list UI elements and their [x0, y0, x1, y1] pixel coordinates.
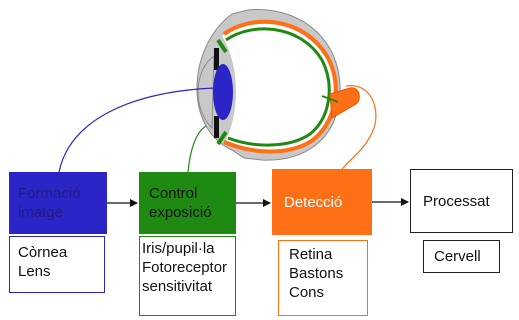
stage-label-line: Control	[149, 185, 198, 202]
component-label: Cons	[289, 284, 325, 301]
eye-iris	[214, 48, 219, 138]
eye-interior	[222, 23, 334, 150]
component-label: Cervell	[434, 248, 481, 265]
component-label: Iris/pupil·la	[142, 240, 215, 257]
stage-control-exposicio: Control exposició	[139, 172, 236, 234]
connector-iris-to-control	[187, 125, 207, 173]
eye-optic-nerve-center	[321, 95, 339, 103]
eye-cornea	[197, 55, 215, 130]
stage-formacio-imatge: Formació imatge	[9, 172, 107, 234]
component-label: Fotoreceptor	[142, 259, 228, 276]
eye-lens	[213, 64, 233, 120]
component-label: sensitivitat	[142, 278, 213, 295]
component-label: Lens	[18, 263, 51, 280]
eye-optic-nerve	[329, 87, 360, 119]
component-box-cornea-lens: Còrnea Lens	[9, 236, 105, 293]
component-box-retina: Retina Bastons Cons	[278, 240, 368, 316]
component-box-cervell: Cervell	[423, 240, 500, 273]
eye-choroid-layer	[225, 27, 331, 147]
stage-label-line: Processat	[423, 192, 490, 210]
connector-lens-to-formacio	[58, 87, 215, 173]
stage-label-line: exposició	[149, 204, 212, 221]
stage-processat: Processat	[410, 169, 513, 233]
stage-label-line: Detecció	[284, 193, 343, 211]
eye-illustration	[196, 9, 360, 161]
component-label: Bastons	[289, 265, 344, 282]
stage-label-line: Formació	[18, 185, 81, 202]
eye-ciliary	[216, 38, 228, 146]
component-label: Retina	[289, 246, 333, 263]
component-label: Còrnea	[18, 244, 68, 261]
stage-deteccio: Detecció	[272, 169, 372, 235]
stage-label-line: imatge	[18, 204, 64, 221]
component-box-iris-fotoreceptor: Iris/pupil·la Fotoreceptor sensitivitat	[139, 236, 236, 316]
connector-retina-to-deteccio	[339, 85, 377, 173]
